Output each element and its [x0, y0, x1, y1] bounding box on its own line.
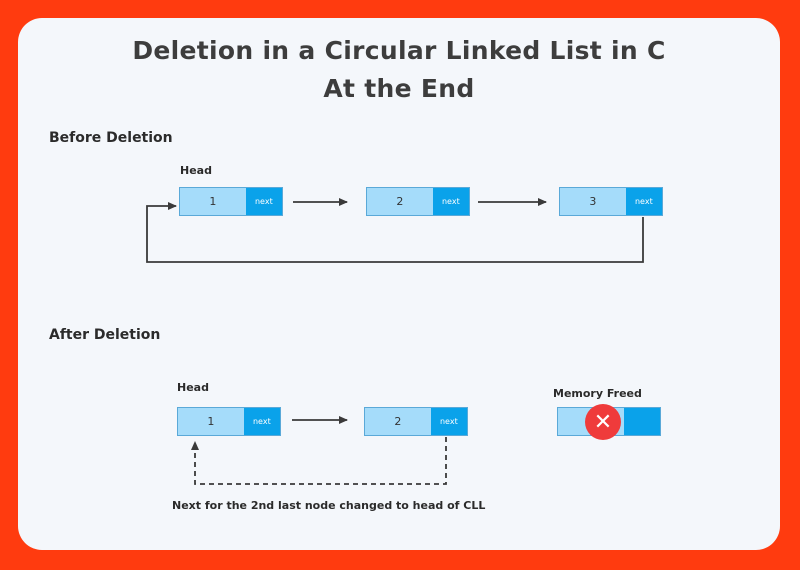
- diagram-title-line2: At the End: [323, 74, 475, 103]
- after-node-2: 2 next: [364, 407, 468, 436]
- after-head-label: Head: [177, 381, 209, 394]
- node-next: next: [430, 408, 467, 435]
- node-next: next: [243, 408, 280, 435]
- node-data: 2: [365, 408, 431, 435]
- node-data: 2: [367, 188, 433, 215]
- before-node-2: 2 next: [366, 187, 470, 216]
- node-data: 3: [560, 188, 626, 215]
- before-node-3: 3 next: [559, 187, 663, 216]
- node-next: next: [432, 188, 469, 215]
- close-icon: ✕: [585, 404, 621, 440]
- after-dashed-link: [191, 437, 447, 485]
- before-head-label: Head: [180, 164, 212, 177]
- after-section-label: After Deletion: [49, 327, 161, 343]
- before-section-label: Before Deletion: [49, 130, 173, 146]
- diagram-title-line1: Deletion in a Circular Linked List in C: [132, 36, 666, 65]
- node-data: 1: [180, 188, 246, 215]
- node-data: 1: [178, 408, 244, 435]
- before-node-1: 1 next: [179, 187, 283, 216]
- after-node-1: 1 next: [177, 407, 281, 436]
- after-caption: Next for the 2nd last node changed to he…: [172, 499, 486, 512]
- memory-freed-label: Memory Freed: [553, 387, 642, 400]
- node-next: next: [625, 188, 662, 215]
- diagram-card: [18, 18, 780, 550]
- node-next: next: [245, 188, 282, 215]
- freed-node-next: [623, 408, 660, 435]
- before-circular-link: [146, 202, 644, 263]
